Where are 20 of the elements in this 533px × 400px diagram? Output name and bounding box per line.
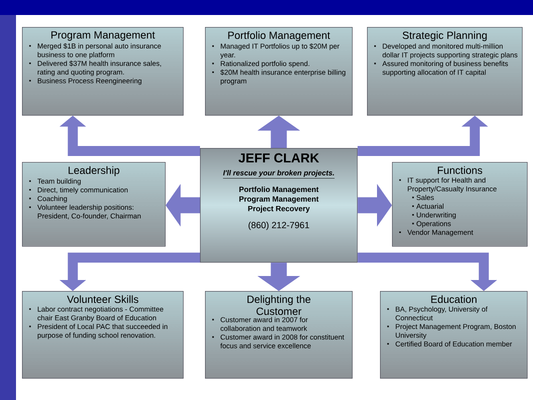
phone-number: (860) 212-7961	[248, 222, 310, 230]
box-heading: Volunteer Skills	[66, 295, 138, 304]
text-box	[392, 162, 528, 247]
text-box	[380, 291, 528, 379]
person-name: JEFF CLARK	[238, 153, 320, 162]
box-heading: Portfolio Management	[228, 31, 330, 42]
arrow	[358, 252, 498, 291]
box-heading: Education	[431, 295, 476, 304]
box-heading: Leadership	[68, 166, 120, 176]
box-heading: Program Management	[51, 31, 155, 41]
text-box	[367, 27, 523, 116]
profile-card	[200, 148, 358, 263]
text-box	[205, 291, 353, 379]
box-heading: Strategic Planning	[402, 31, 487, 42]
text-box	[22, 27, 184, 116]
text-box	[22, 291, 184, 379]
box-heading: Functions	[438, 166, 482, 174]
text-box	[205, 27, 353, 116]
box-heading: Delighting the Customer	[248, 295, 310, 316]
text-box	[22, 162, 166, 247]
